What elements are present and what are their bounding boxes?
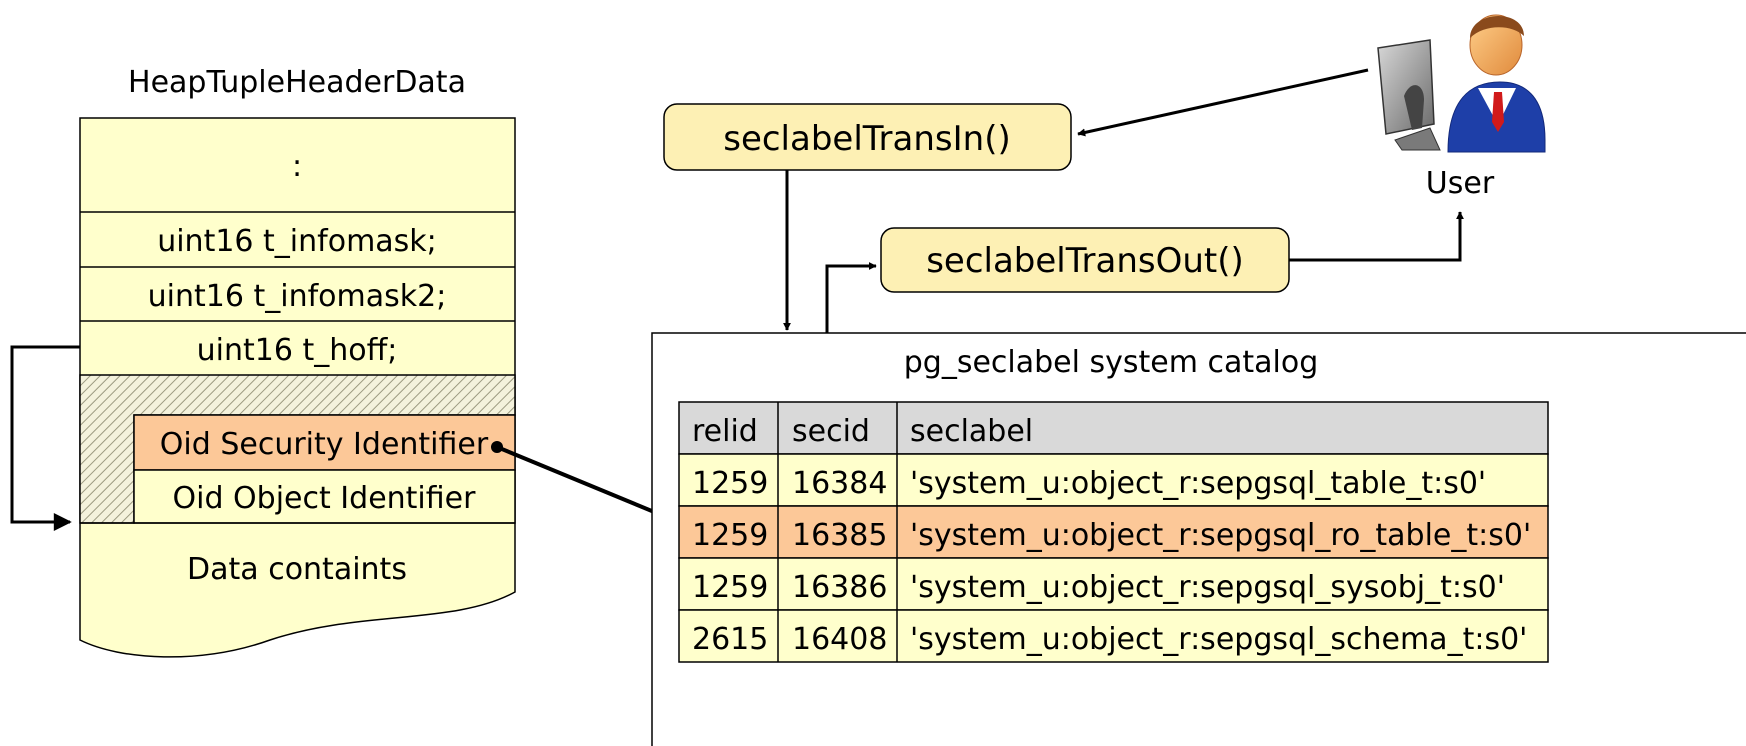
user-to-transin-arrow bbox=[1077, 68, 1369, 137]
oid-object-label: Oid Object Identifier bbox=[173, 481, 477, 516]
cell-relid: 2615 bbox=[692, 622, 768, 657]
column-header-seclabel: seclabel bbox=[910, 414, 1033, 449]
cell-secid: 16384 bbox=[792, 466, 887, 501]
catalog-row bbox=[678, 453, 1549, 507]
tuple-row-infomask: uint16 t_infomask; bbox=[157, 224, 437, 259]
oid-object-field bbox=[133, 469, 516, 524]
cell-seclabel: 'system_u:object_r:sepgsql_sysobj_t:s0' bbox=[910, 570, 1505, 605]
oid-security-field bbox=[133, 414, 516, 471]
catalog-table: relid secid seclabel 1259 16384 'system_… bbox=[678, 401, 1549, 663]
tuple-row-hoff: uint16 t_hoff; bbox=[197, 333, 398, 368]
cell-relid: 1259 bbox=[692, 466, 768, 501]
catalog-title: pg_seclabel system catalog bbox=[904, 345, 1319, 380]
cell-seclabel: 'system_u:object_r:sepgsql_table_t:s0' bbox=[910, 466, 1486, 501]
column-header-secid: secid bbox=[792, 414, 870, 449]
trans-in-box: seclabelTransIn() bbox=[663, 103, 1072, 171]
hoff-offset-arrow bbox=[10, 345, 80, 531]
cell-secid: 16408 bbox=[792, 622, 887, 657]
cell-relid: 1259 bbox=[692, 518, 768, 553]
trans-out-box: seclabelTransOut() bbox=[880, 227, 1290, 293]
cell-seclabel: 'system_u:object_r:sepgsql_schema_t:s0' bbox=[910, 622, 1527, 657]
user-label: User bbox=[1426, 166, 1495, 201]
heap-tuple-title: HeapTupleHeaderData bbox=[128, 65, 466, 100]
catalog-to-transout-arrow bbox=[825, 262, 877, 333]
cell-relid: 1259 bbox=[692, 570, 768, 605]
cell-secid: 16386 bbox=[792, 570, 887, 605]
user-at-computer-icon bbox=[1377, 14, 1546, 153]
heap-tuple-header: HeapTupleHeaderData : uint16 t_infomask;… bbox=[79, 65, 516, 658]
column-header-relid: relid bbox=[692, 414, 758, 449]
trans-out-label: seclabelTransOut() bbox=[926, 241, 1244, 281]
catalog-row bbox=[678, 609, 1549, 663]
trans-in-label: seclabelTransIn() bbox=[723, 119, 1011, 159]
cell-secid: 16385 bbox=[792, 518, 887, 553]
tuple-row-ellipsis: : bbox=[292, 149, 302, 184]
security-id-lookup-arrow bbox=[496, 445, 678, 524]
transout-to-user-arrow bbox=[1289, 211, 1464, 262]
catalog-header-row bbox=[678, 401, 1549, 455]
data-contents-label: Data containts bbox=[187, 552, 407, 587]
cell-seclabel: 'system_u:object_r:sepgsql_ro_table_t:s0… bbox=[910, 518, 1531, 553]
tuple-row-infomask2: uint16 t_infomask2; bbox=[148, 279, 447, 314]
oid-security-label: Oid Security Identifier bbox=[160, 427, 489, 462]
catalog-row bbox=[678, 557, 1549, 611]
